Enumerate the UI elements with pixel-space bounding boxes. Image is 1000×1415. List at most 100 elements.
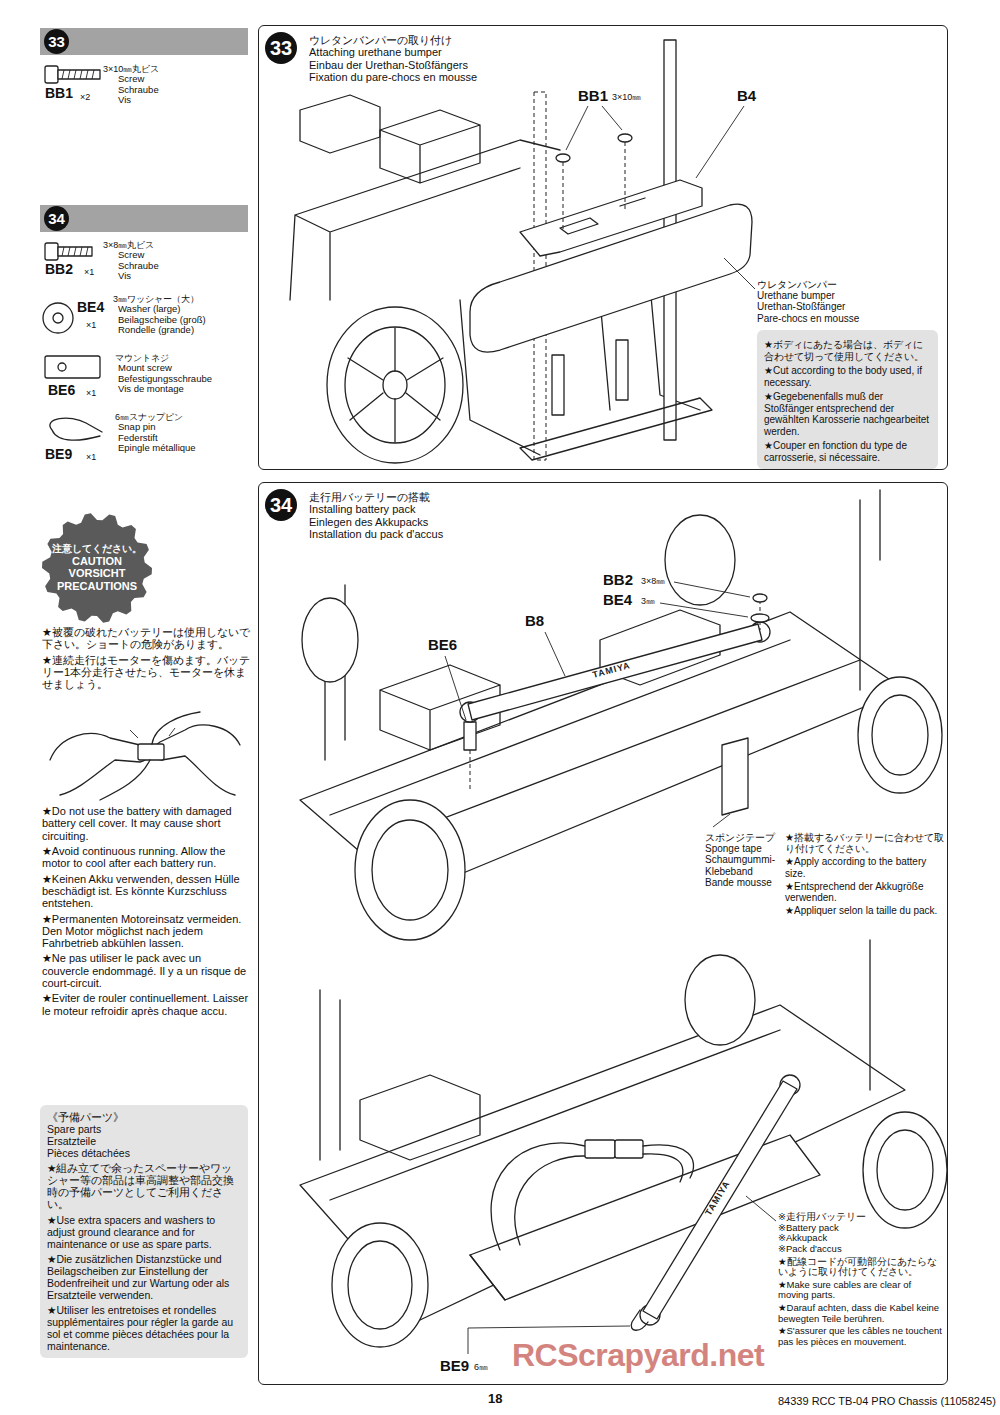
note-text: 3㎜ワッシャー（大） [113,294,199,304]
note-text: Schraube [118,85,159,96]
note-text: Vis de montage [118,384,184,395]
note-text: ★ボディにあたる場合は、ボディに合わせて切って使用してください。 [764,339,931,362]
note-text: ★組み立てで余ったスペーサーやワッシャー等の部品は車高調整や部品交換時の予備パー… [47,1162,241,1210]
caution-text: PRECAUTIONS [57,580,137,593]
note-text: ★Keinen Akku verwenden, dessen Hülle bes… [42,873,250,910]
size-note: ×1 [86,452,96,462]
note-text: ★S'assurer que les câbles ne touchent pa… [778,1326,943,1347]
note-text: ★Make sure cables are clear of moving pa… [778,1280,943,1301]
size-note: 3㎜ [641,596,655,606]
note-text: Schaumgummi- Klebeband [705,854,780,876]
page-number: 18 [488,1392,502,1407]
watermark: RCScrapyard.net [512,1338,764,1374]
note-text: ★Eviter de rouler continuellement. Laiss… [42,992,250,1017]
title-text: Fixation du pare-chocs en mousse [309,71,477,83]
note-text: Rondelle (grande) [118,325,194,336]
part-code: BB2 [603,572,633,589]
title-text: Einlegen des Akkupacks [309,516,443,528]
spare-parts-box: 《予備パーツ》Spare partsErsatzteilePièces déta… [40,1105,248,1358]
note-text: ★Permanenten Motoreinsatz vermeiden. Den… [42,913,250,950]
size-note: ×1 [86,320,96,330]
note-text: 6㎜スナップピン [115,412,183,422]
size-note: 3×8㎜ [641,576,665,586]
note-text: ★Appliquer selon la taille du pack. [785,905,945,916]
size-note: 6㎜ [474,1362,488,1372]
washer-icon [43,303,73,333]
title-text: Installing battery pack [309,503,443,515]
title-text: Einbau der Urethan-Stoßfängers [309,59,477,71]
note-text: ★Do not use the battery with damaged bat… [42,805,250,842]
note-text: Bande mousse [705,877,772,888]
note-text: ★Apply according to the battery size. [785,856,945,878]
note-text: ★Die zusätzlichen Distanzstücke und Beil… [47,1253,241,1301]
note-text: スポンジテープ [705,832,775,843]
note-text: Pare-chocs en mousse [757,313,859,324]
note-text: Urethane bumper [757,290,835,301]
caution-text: VORSICHT [69,567,126,580]
step-header: 33 [40,28,248,55]
snap-pin-icon [50,418,102,440]
step-title: ウレタンバンパーの取り付けAttaching urethane bumperEi… [309,34,477,83]
note-text: ★Cut according to the body used, if nece… [764,365,931,388]
note-text: ウレタンバンパー [757,279,837,290]
size-note: ×1 [84,267,94,277]
step-title: 走行用バッテリーの搭載Installing battery packEinleg… [309,491,443,540]
title-text: Attaching urethane bumper [309,46,477,58]
note-text: ★連続走行はモーターを傷めます。バッテリー1本分走行させたら、モーターを休ませま… [42,654,250,691]
note-text: 《予備パーツ》 [47,1111,241,1123]
footer-text: 84339 RCC TB-04 PRO Chassis (11058245) [778,1395,996,1407]
screw-icon [45,66,100,83]
title-text: 走行用バッテリーの搭載 [309,491,443,503]
note-text: ★Use extra spacers and washers to adjust… [47,1214,241,1250]
caution-text: 注意してください。 [52,544,142,555]
part-code: BE4 [77,300,104,316]
note-text: ★Gegebenenfalls muß der Stoßfänger entsp… [764,391,931,437]
chassis-drawing [290,40,755,463]
size-note: ×2 [80,92,90,102]
part-code: BE4 [603,592,632,609]
note-text: Befestigungsschraube [118,374,212,385]
step-number: 33 [44,29,69,54]
hands-illustration [50,712,240,800]
note-text: ※Battery pack [778,1223,839,1234]
note-text: Mount screw [118,363,172,374]
part-code: BE6 [48,383,75,399]
note-text: Screw [118,250,144,261]
note-text: Schraube [118,261,159,272]
note-text: Urethan-Stoßfänger [757,301,845,312]
note-text: Vis [118,271,131,282]
note-box: ★ボディにあたる場合は、ボディに合わせて切って使用してください。 ★Cut acc… [757,330,938,469]
note-text: ★被覆の破れたバッテリーは使用しないで下さい。ショートの危険があります。 [42,626,250,651]
note-text: 3×8㎜丸ビス [103,240,154,250]
note-text: Vis [118,95,131,106]
size-note: ×1 [86,388,96,398]
caution-text: CAUTION [72,555,122,568]
part-code: B4 [737,88,756,105]
note-text: Beilagscheibe (groß) [118,315,206,326]
note-text: マウントネジ [115,353,169,363]
note-text: ※走行用バッテリー [778,1212,866,1223]
note-text: ※Pack d'accus [778,1244,842,1255]
screw-icon [45,243,92,260]
note-text: Pièces détachées [47,1147,241,1159]
step-frame: 34走行用バッテリーの搭載Installing battery packEinl… [258,482,948,1385]
note-text: ★Entsprechend der Akkugröße verwenden. [785,881,945,903]
mount-screw-icon [45,356,100,378]
note-text: Ersatzteile [47,1135,241,1147]
note-text: Epingle métallique [118,443,196,454]
note-text: Washer (large) [118,304,180,315]
chassis-drawing [300,940,947,1354]
gear-shape [42,513,152,622]
part-code: BB2 [45,262,73,278]
note-text: ★Ne pas utiliser le pack avec un couverc… [42,952,250,989]
note-text: ★Couper en fonction du type de carrosser… [764,440,931,463]
step-header: 34 [40,205,248,232]
title-text: Installation du pack d'accus [309,528,443,540]
note-text: ★Utiliser les entretoises et rondelles s… [47,1304,241,1352]
note-text: ★配線コードが可動部分にあたらないように取り付けてください。 [778,1257,943,1278]
note-text: Snap pin [118,422,156,433]
note-text: ★搭載するバッテリーに合わせて取り付けてください。 [785,832,945,854]
note-text: ※Akkupack [778,1233,827,1244]
step-number: 33 [265,32,297,64]
